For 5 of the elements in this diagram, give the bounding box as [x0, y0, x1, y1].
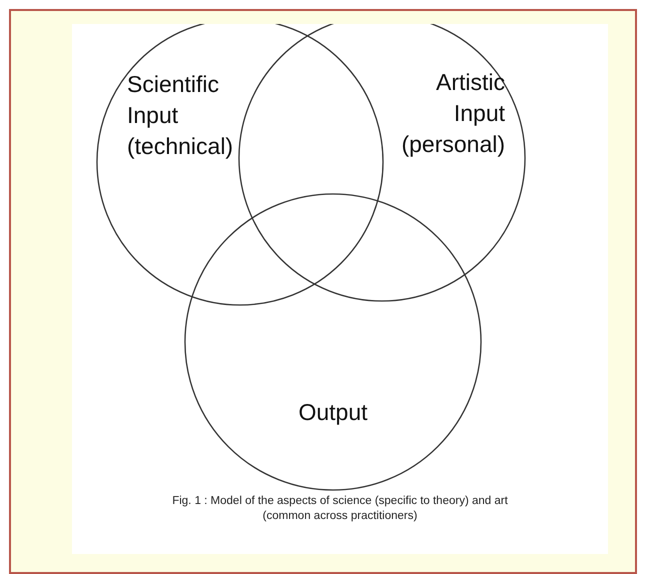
circle-label: Output: [297, 398, 369, 427]
venn-circle: [184, 193, 482, 491]
figure-caption: Fig. 1 : Model of the aspects of science (specific to theory) and art (common across practitioners): [171, 494, 509, 524]
circle-label: Scientific Input (technical): [127, 70, 234, 161]
circle-label: Artistic Input (personal): [400, 68, 505, 159]
